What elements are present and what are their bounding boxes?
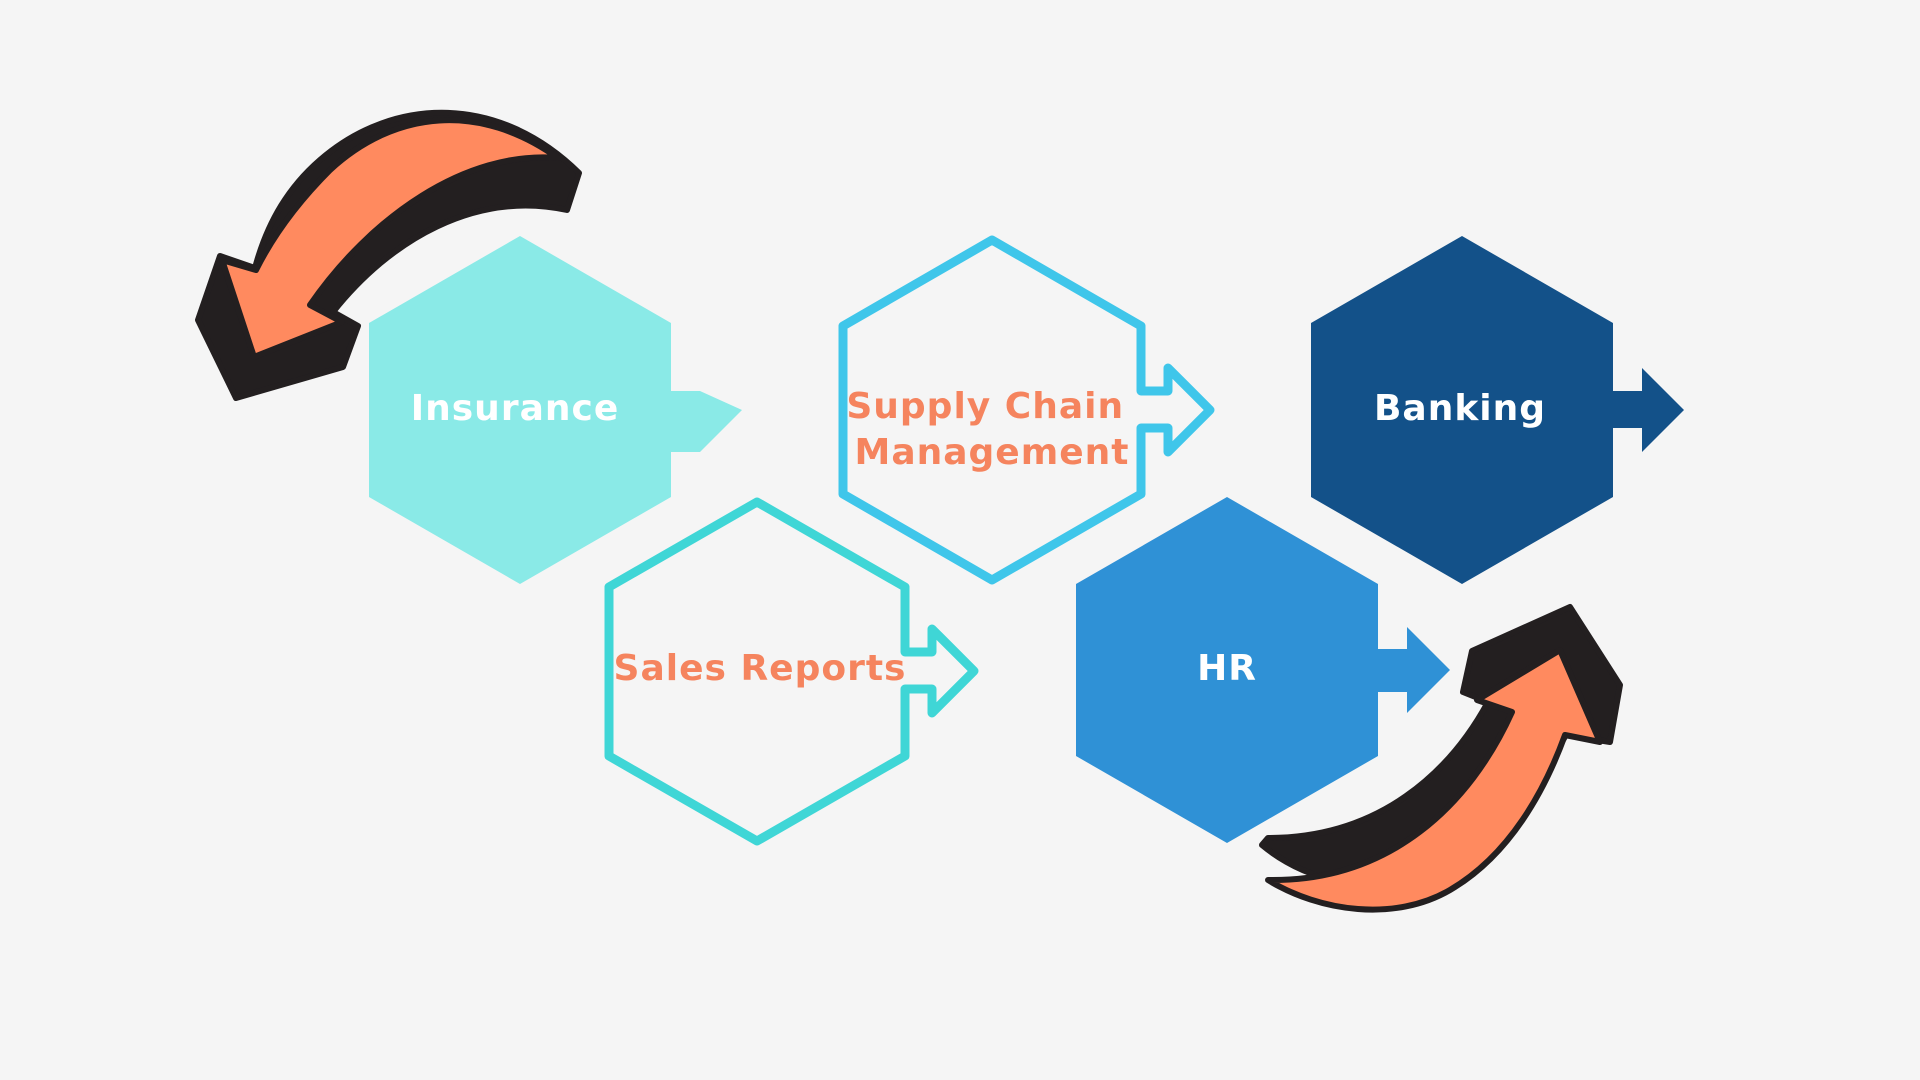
hexagon-banking-shape [1311, 236, 1684, 584]
curved-arrow-body [1265, 647, 1603, 913]
hexagon-banking: Banking [1311, 236, 1684, 584]
hexagon-supply-chain-management-label: Supply Chain Management [846, 386, 1137, 473]
hexagon-insurance-label: Insurance [411, 388, 620, 429]
curved-arrow-top-left-icon [195, 109, 582, 401]
hexagon-supply-chain-management-shape [838, 235, 1215, 585]
hexagon-sales-reports-shape [604, 497, 979, 846]
hexagon-supply-chain-management: Supply Chain Management [838, 235, 1215, 585]
hexagon-hr: HR [1076, 497, 1450, 843]
curved-arrow-bottom-right-icon [1259, 604, 1623, 913]
hexagon-banking-label: Banking [1374, 388, 1546, 429]
hexagon-insurance: Insurance [369, 236, 742, 584]
hexagon-sales-reports-label: Sales Reports [614, 648, 907, 689]
hexagon-hr-shape [1076, 497, 1450, 843]
hexagon-sales-reports: Sales Reports [604, 497, 979, 846]
hexagon-hr-label: HR [1197, 648, 1257, 689]
hexagon-insurance-shape [369, 236, 742, 584]
curved-arrow-body [219, 117, 561, 360]
